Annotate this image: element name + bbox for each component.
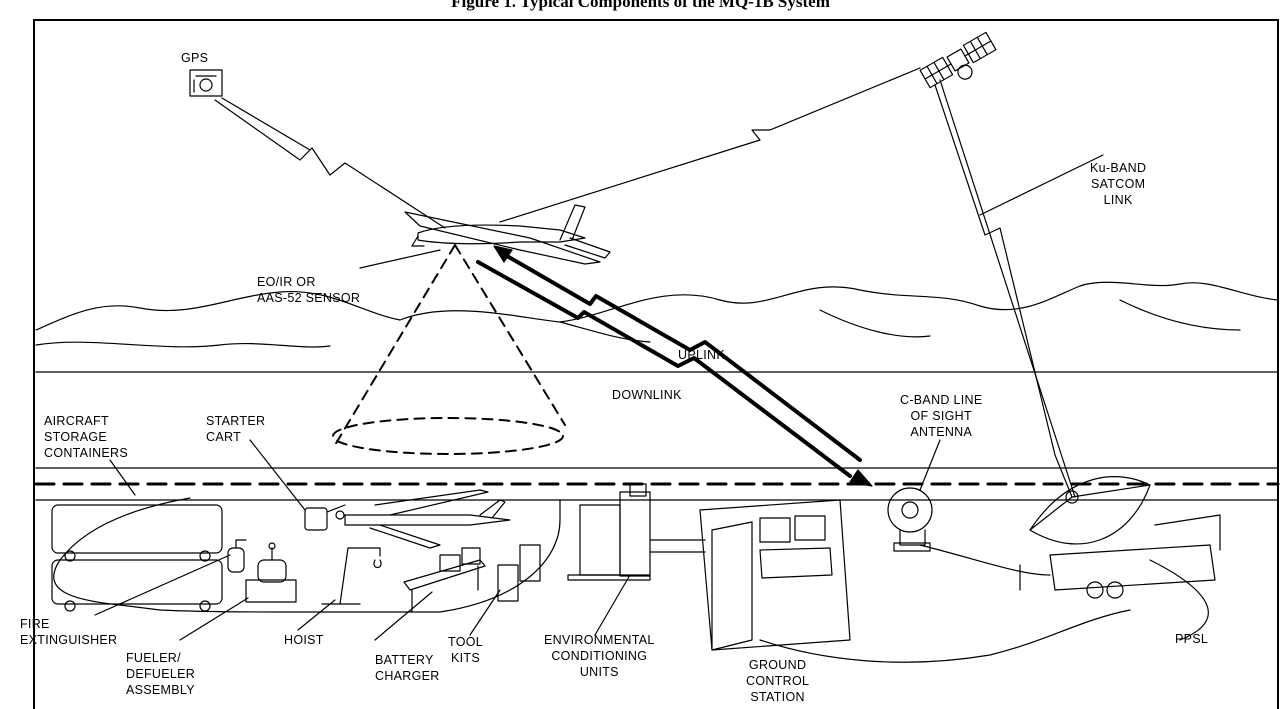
battery-charger-label: BATTERY CHARGER [375,652,440,684]
cable [1150,560,1208,640]
apron-outline [54,498,560,612]
aircraft-on-ground [345,490,510,548]
sensor-footprint [333,418,563,454]
cable [920,545,1050,575]
ppsl-dish [1020,477,1220,598]
tool-kits-label: TOOL KITS [448,634,483,666]
sensor-cone [335,245,565,445]
ppsl-label: PPSL [1175,631,1208,647]
satellite-icon [920,32,1001,97]
leader-toolkits [470,590,500,635]
leader-battery [375,592,432,640]
battery-charger [404,548,485,612]
cable [760,610,1130,662]
ku-band-satcom-label: Ku-BAND SATCOM LINK [1090,160,1146,208]
hoist [322,548,381,604]
fueler-defueler-assembly [246,543,296,602]
mountain-foothill [36,342,330,347]
starter-cart-label: STARTER CART [206,413,265,445]
ground-control-station-label: GROUND CONTROL STATION [746,657,809,705]
c-band-antenna [888,488,932,551]
mountain-foothill [1120,300,1240,330]
aircraft-storage-containers [52,505,222,611]
gps-link [222,98,310,150]
fire-extinguisher [228,540,246,572]
uplink-label: UPLINK [678,347,725,363]
mountain-ridge [36,282,1278,330]
gps-satellite-icon [190,70,222,96]
environmental-conditioning-units [568,484,705,580]
downlink-label: DOWNLINK [612,387,682,403]
ground-control-station [700,500,850,650]
leader-ecu [595,575,630,635]
leader-sensor [360,250,440,268]
gps-label: GPS [181,50,208,66]
satcom-uplink [500,68,920,222]
fire-extinguisher-label: FIRE EXTINGUISHER [20,616,117,648]
fueler-label: FUELER/ DEFUELER ASSEMBLY [126,650,195,698]
downlink [478,262,850,476]
sensor-label: EO/IR OR AAS-52 SENSOR [257,274,360,306]
gps-link [215,100,445,228]
c-band-antenna-label: C-BAND LINE OF SIGHT ANTENNA [900,392,982,440]
hoist-label: HOIST [284,632,324,648]
storage-containers-label: AIRCRAFT STORAGE CONTAINERS [44,413,128,461]
starter-cart [305,505,345,530]
leader-storage [110,460,135,495]
ecu-label: ENVIRONMENTAL CONDITIONING UNITS [544,632,655,680]
leader-ku [980,155,1103,215]
mountain-foothill [820,310,930,337]
